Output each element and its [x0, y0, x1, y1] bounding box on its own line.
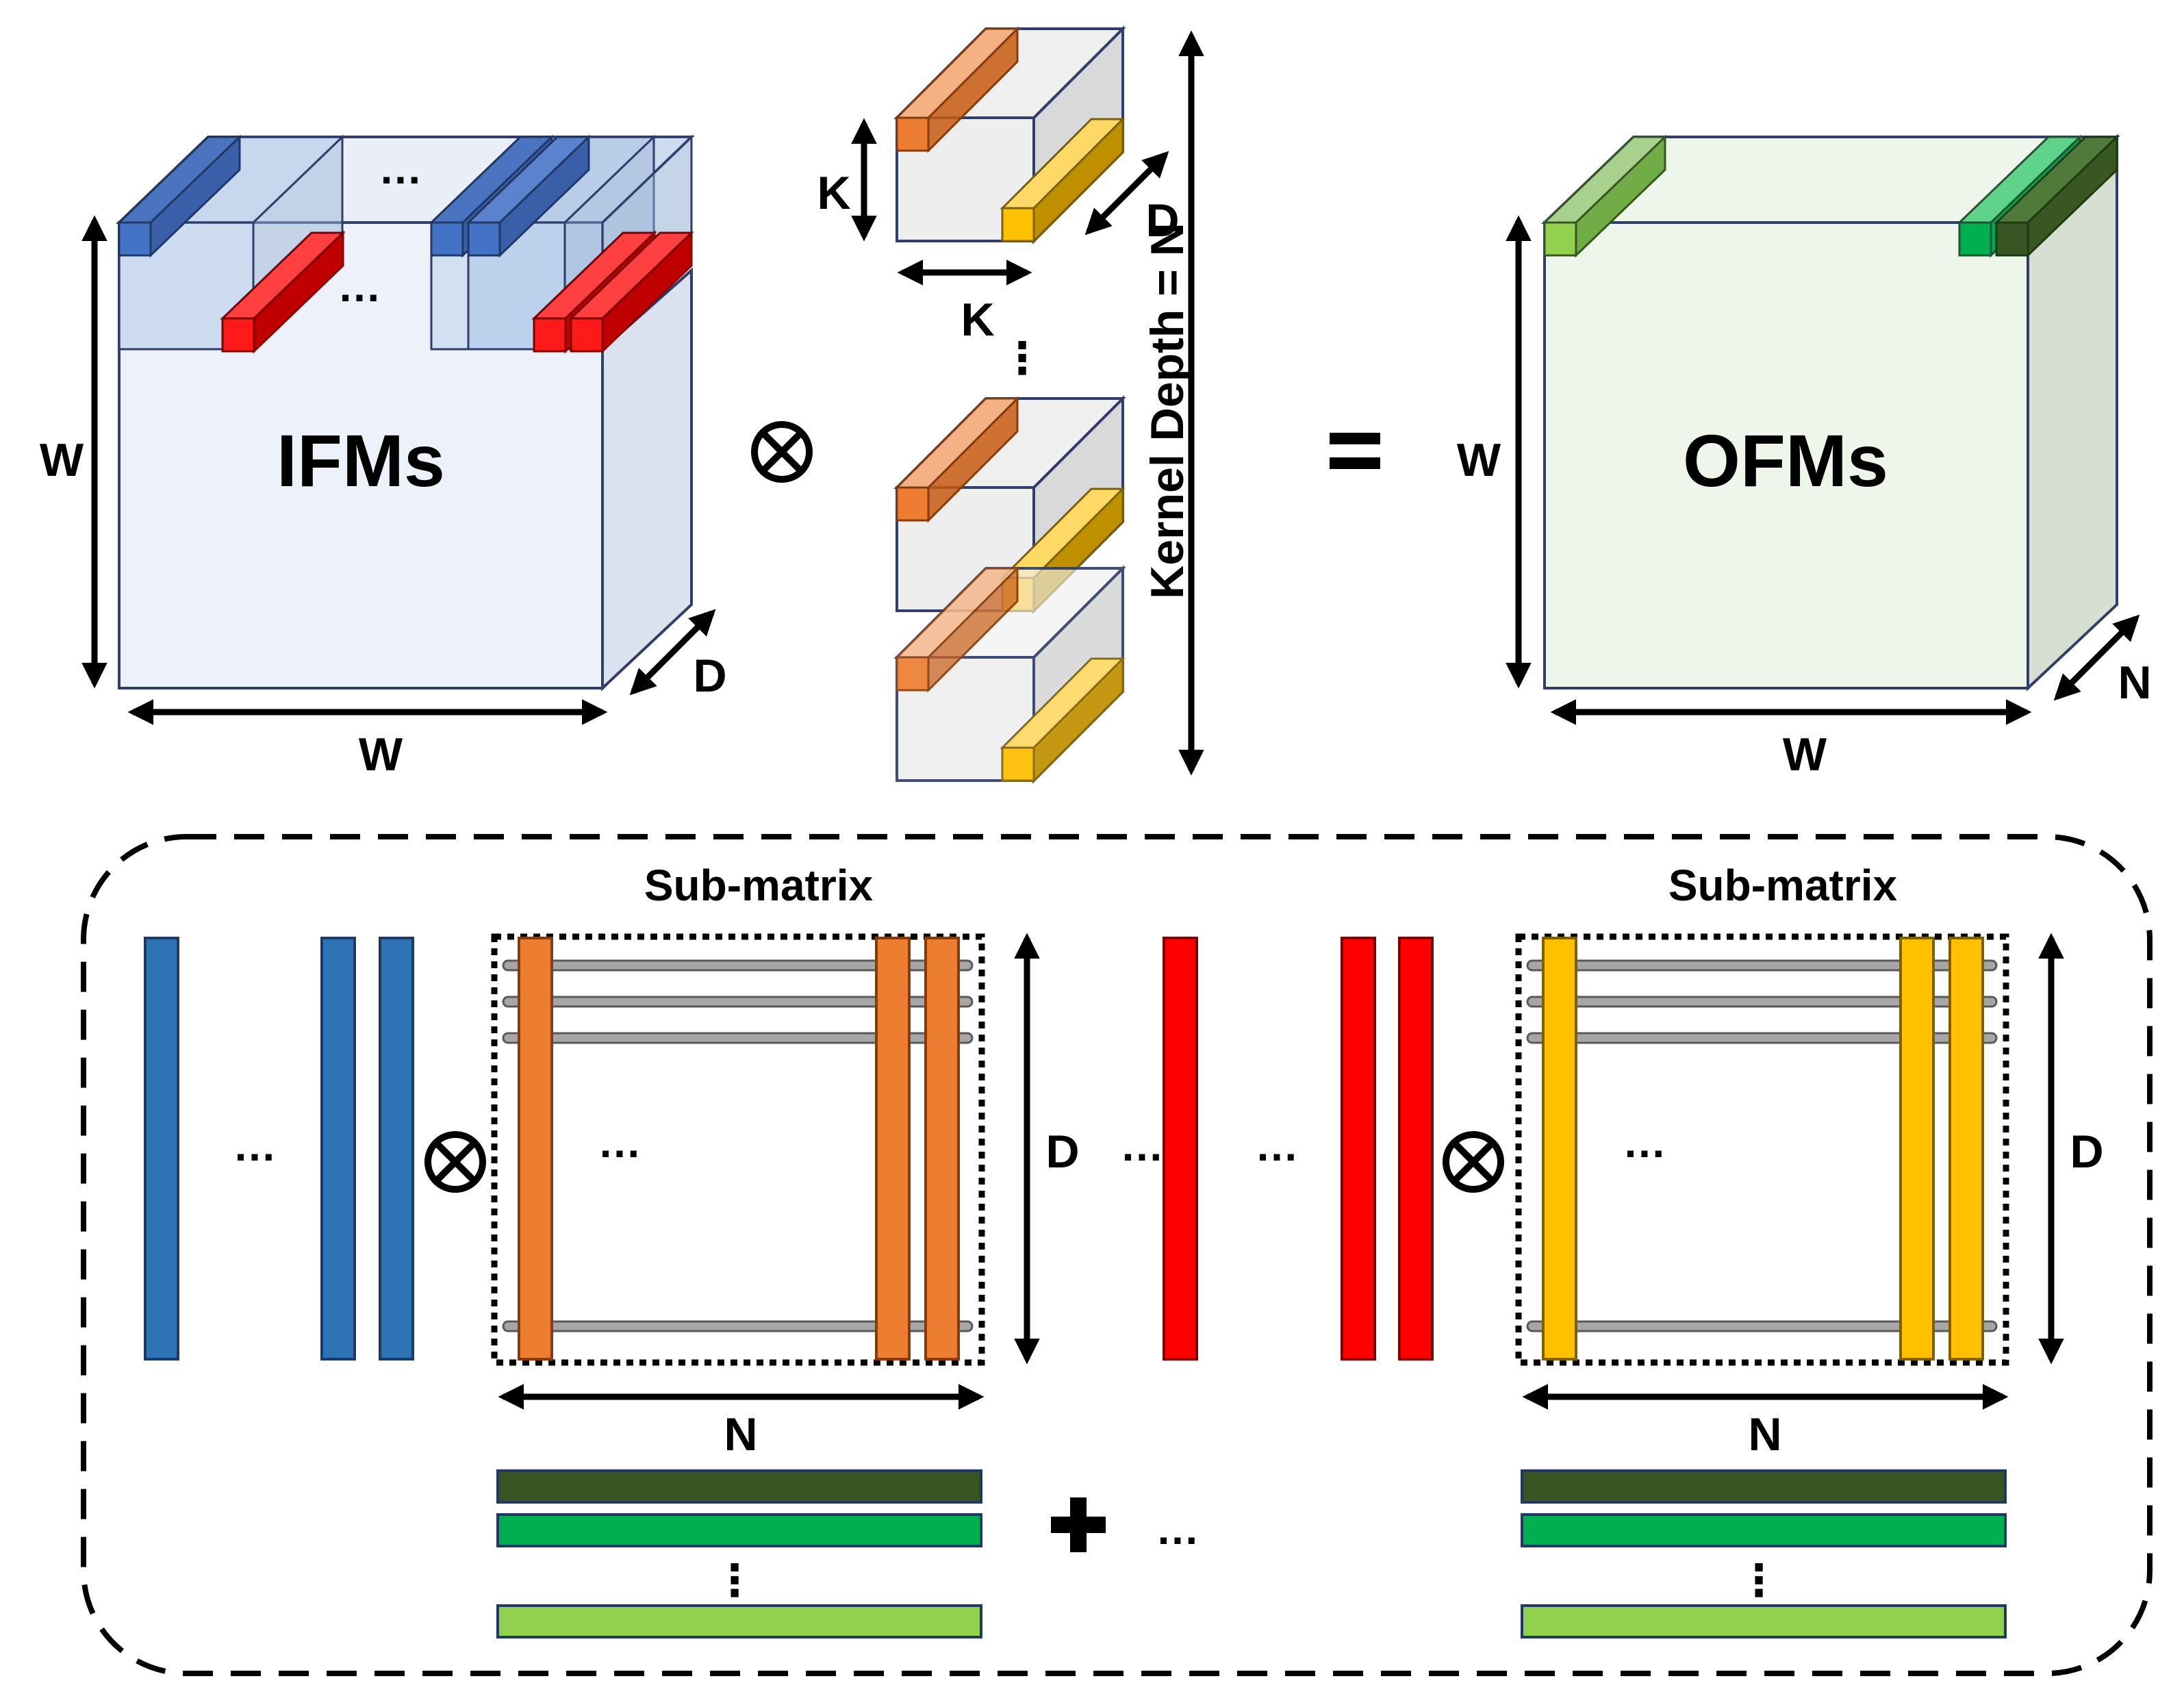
kernel-k-width-label: K	[961, 294, 994, 346]
left-row-dots: …	[233, 1121, 277, 1170]
ofm-width-label: W	[1783, 729, 1827, 781]
kernel-depth-label: D	[1145, 194, 1179, 246]
ofm-height-label: W	[1457, 434, 1501, 486]
kernel-top	[893, 25, 1126, 244]
between-dots-a: …	[1120, 1121, 1164, 1170]
right-height-label: D	[2070, 1126, 2103, 1178]
right-output-rows	[1521, 1469, 2007, 1638]
kernel-depth-arrow	[1084, 151, 1169, 236]
sum-dots: …	[1156, 1504, 1199, 1554]
left-height-label: D	[1045, 1126, 1079, 1178]
multiply-operator-right	[1443, 1131, 1504, 1193]
left-inner-dots: …	[598, 1117, 642, 1167]
right-input-columns	[1163, 937, 1434, 1361]
ofm-depth-arrow	[2053, 614, 2140, 701]
ofm-cube: OFMs W W N	[1457, 134, 2152, 781]
left-submatrix-label: Sub-matrix	[644, 861, 874, 910]
kernel-stack-dots: ⋮	[1000, 333, 1044, 383]
ofm-depth-label: N	[2118, 657, 2151, 709]
kernel-depth-axis-label: Kernel Depth = N	[1141, 223, 1193, 599]
ifm-top-dots: …	[379, 144, 422, 193]
ifm-mid-dots: …	[338, 262, 381, 311]
ifm-blue-bars	[116, 134, 592, 258]
multiply-operator-left	[424, 1131, 486, 1193]
ifm-width-label: W	[359, 729, 403, 781]
ifm-cube: … … IFMs W W D	[40, 134, 727, 781]
right-submatrix-label: Sub-matrix	[1668, 861, 1898, 910]
ofm-title: OFMs	[1683, 419, 1888, 502]
ifm-red-bars	[220, 230, 694, 354]
right-stack-dots: ⋮	[1737, 1556, 1781, 1605]
decomposition-panel	[81, 834, 2153, 1676]
left-input-columns	[144, 937, 414, 1361]
equals-operator	[1330, 433, 1380, 469]
left-output-rows	[496, 1469, 982, 1638]
right-inner-dots: …	[1623, 1117, 1666, 1167]
ifm-depth-arrow	[629, 609, 716, 696]
multiply-operator-top	[751, 421, 813, 483]
left-submatrix	[491, 933, 985, 1366]
kernel-bottom	[893, 565, 1126, 784]
ifm-title: IFMs	[277, 419, 445, 502]
right-width-label: N	[1748, 1408, 1781, 1460]
left-width-label: N	[724, 1408, 757, 1460]
ifm-depth-label: D	[693, 650, 726, 702]
kernel-k-height-label: K	[817, 167, 850, 219]
plus-operator	[1051, 1497, 1106, 1552]
right-submatrix	[1515, 933, 2009, 1366]
left-stack-dots: ⋮	[713, 1556, 757, 1605]
ifm-height-label: W	[40, 434, 84, 486]
between-dots-b: …	[1255, 1121, 1299, 1170]
